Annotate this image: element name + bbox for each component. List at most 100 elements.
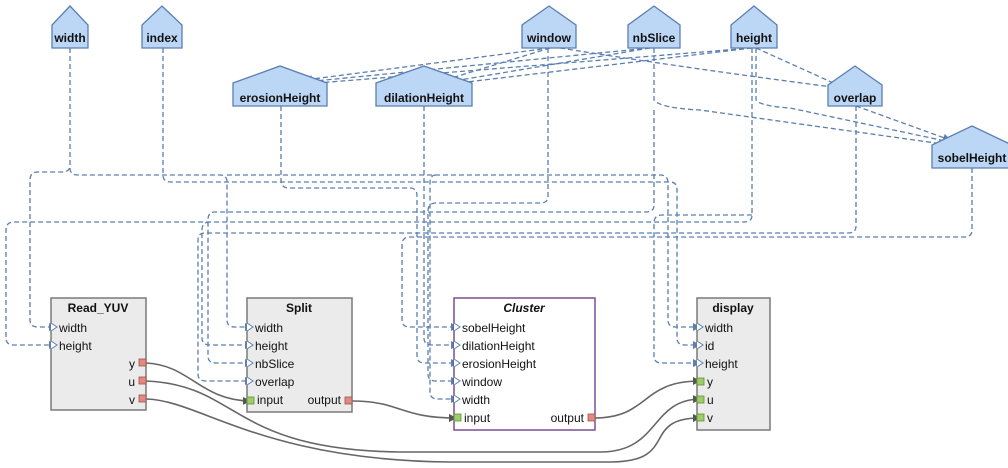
dep-height-split-height[interactable]	[201, 221, 253, 349]
dep-window-erosionHeight[interactable]	[304, 47, 551, 84]
input-port-display-v[interactable]	[696, 413, 705, 422]
port-split-input: input	[257, 393, 284, 407]
actor-display[interactable]: display width id height y u v	[696, 297, 771, 431]
port-readyuv-v: v	[129, 393, 135, 407]
output-port-readyuv-v[interactable]	[138, 394, 147, 403]
dep-overlap-sobelHeight[interactable]	[855, 105, 951, 142]
dep-window-dilationHeight[interactable]	[444, 47, 551, 82]
config-port-icon[interactable]	[246, 322, 254, 332]
dep-dilationHeight-cluster[interactable]	[423, 106, 459, 349]
actor-cluster-title: Cluster	[503, 301, 546, 315]
port-cluster-output: output	[551, 411, 585, 425]
parameter-height-label: height	[736, 31, 772, 45]
config-port-icon[interactable]	[453, 376, 461, 386]
actor-split[interactable]: Split width height nbSlice overlap input…	[246, 297, 353, 413]
parameter-index-label: index	[146, 31, 178, 45]
dep-width-cluster-width-2[interactable]	[429, 174, 459, 403]
config-port-icon[interactable]	[453, 340, 461, 350]
port-split-width: width	[254, 321, 283, 335]
parameter-width[interactable]: width	[51, 5, 89, 49]
output-port-readyuv-y[interactable]	[138, 358, 147, 367]
fifo-readyuv-v-to-display-v[interactable]	[145, 398, 701, 463]
actor-display-title: display	[712, 301, 754, 315]
config-port-icon[interactable]	[246, 358, 254, 368]
port-readyuv-width: width	[58, 321, 87, 335]
dep-height-readyuv-height[interactable]	[5, 48, 753, 349]
port-readyuv-u: u	[128, 375, 135, 389]
parameter-dilationHeight-label: dilationHeight	[384, 91, 464, 105]
parameter-window-label: window	[526, 31, 572, 45]
port-split-nbSlice: nbSlice	[255, 357, 295, 371]
port-display-u: u	[707, 393, 714, 407]
config-port-icon[interactable]	[696, 322, 704, 332]
dep-index-display-id[interactable]	[162, 48, 701, 349]
fifo-readyuv-y-to-split-input[interactable]	[145, 362, 251, 405]
config-port-icon[interactable]	[453, 394, 461, 404]
dep-nbSlice-split-nbSlice[interactable]	[207, 110, 655, 367]
dep-width-cluster-width[interactable]	[227, 174, 701, 331]
port-split-overlap: overlap	[255, 375, 295, 389]
parameter-overlap-label: overlap	[834, 91, 877, 105]
dep-width-split-width[interactable]	[69, 167, 253, 331]
port-readyuv-y: y	[129, 357, 135, 371]
dep-erosionHeight-cluster[interactable]	[280, 106, 459, 367]
actor-split-title: Split	[286, 301, 312, 315]
input-port-split-input[interactable]	[246, 396, 255, 405]
input-port-display-u[interactable]	[696, 395, 705, 404]
parameter-width-label: width	[53, 31, 85, 45]
port-cluster-sobelHeight: sobelHeight	[462, 321, 526, 335]
actor-read-yuv[interactable]: Read_YUV width height y u v	[50, 297, 147, 411]
parameter-dilationHeight[interactable]: dilationHeight	[375, 65, 473, 107]
dep-overlap-split-overlap[interactable]	[197, 106, 857, 385]
port-cluster-erosionHeight: erosionHeight	[462, 357, 537, 371]
dep-window-cluster-window[interactable]	[427, 48, 549, 385]
port-display-height: height	[705, 357, 738, 371]
config-port-icon[interactable]	[246, 376, 254, 386]
config-port-icon[interactable]	[696, 358, 704, 368]
config-port-icon[interactable]	[246, 340, 254, 350]
parameter-nbSlice[interactable]: nbSlice	[627, 5, 681, 49]
parameter-sobelHeight[interactable]: sobelHeight	[931, 125, 1008, 169]
dep-height-sobelHeight[interactable]	[755, 48, 951, 145]
parameter-height[interactable]: height	[730, 5, 778, 49]
input-port-display-y[interactable]	[696, 377, 705, 386]
config-port-icon[interactable]	[50, 340, 58, 350]
parameter-erosionHeight[interactable]: erosionHeight	[232, 65, 328, 107]
dep-sobelHeight-cluster-sobelHeight[interactable]	[401, 168, 973, 331]
fifo-split-output-to-cluster-input[interactable]	[351, 400, 457, 422]
dep-window-overlap[interactable]	[559, 47, 841, 92]
dep-height-display-height[interactable]	[653, 214, 752, 367]
actor-cluster[interactable]: Cluster sobelHeight dilationHeight erosi…	[453, 297, 596, 431]
parameter-overlap[interactable]: overlap	[827, 65, 883, 107]
dep-nbSlice-dilationHeight[interactable]	[447, 47, 651, 85]
output-port-cluster-output[interactable]	[587, 413, 596, 422]
port-cluster-dilationHeight: dilationHeight	[462, 339, 535, 353]
config-port-icon[interactable]	[696, 340, 704, 350]
dep-nbSlice-erosionHeight[interactable]	[304, 47, 651, 86]
fifo-readyuv-u-to-display-u[interactable]	[145, 380, 701, 453]
parameter-index[interactable]: index	[141, 5, 183, 49]
config-port-icon[interactable]	[50, 322, 58, 332]
port-split-output: output	[308, 393, 342, 407]
dep-height-dilationHeight[interactable]	[449, 47, 753, 88]
parameter-erosionHeight-label: erosionHeight	[240, 91, 321, 105]
dep-height-overlap[interactable]	[755, 47, 841, 87]
port-split-height: height	[255, 339, 288, 353]
output-port-readyuv-u[interactable]	[138, 376, 147, 385]
port-display-v: v	[707, 411, 713, 425]
port-cluster-width: width	[461, 393, 490, 407]
dep-height-erosionHeight[interactable]	[304, 47, 753, 88]
dep-width-readyuv-width[interactable]	[29, 48, 71, 331]
parameter-dependencies	[5, 47, 973, 403]
port-display-width: width	[704, 321, 733, 335]
dep-nbSlice-sobelHeight[interactable]	[653, 48, 951, 148]
parameter-nbSlice-label: nbSlice	[633, 31, 676, 45]
input-port-cluster-input[interactable]	[453, 413, 462, 422]
output-port-split-output[interactable]	[344, 396, 353, 405]
port-cluster-input: input	[464, 411, 491, 425]
config-port-icon[interactable]	[453, 358, 461, 368]
fifo-cluster-output-to-display-y[interactable]	[593, 377, 701, 419]
parameter-window[interactable]: window	[521, 5, 577, 49]
config-port-icon[interactable]	[453, 322, 461, 332]
